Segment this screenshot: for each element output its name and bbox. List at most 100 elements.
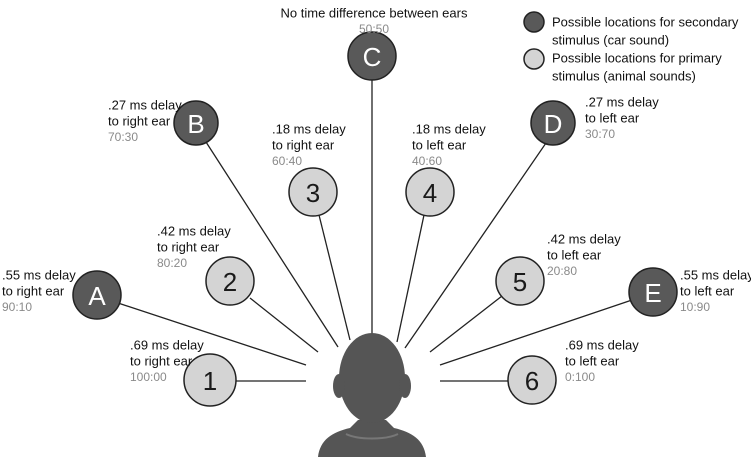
delay-text-1-2: to right ear	[130, 354, 193, 369]
ratio-text-d: 30:70	[585, 127, 615, 141]
ratio-text-a: 90:10	[2, 300, 32, 314]
location-a: A	[72, 270, 122, 320]
legend-secondary-line-1: Possible locations for secondary	[552, 15, 739, 30]
location-4-label: 4	[423, 178, 437, 208]
location-5-label: 5	[513, 267, 527, 297]
location-d-label: D	[544, 109, 563, 139]
delay-text-4-1: .18 ms delay	[412, 122, 486, 137]
location-3-circle	[288, 167, 338, 217]
ratio-text-4: 40:60	[412, 154, 442, 168]
line-a	[117, 302, 307, 366]
location-b: B	[173, 100, 219, 146]
location-b-circle	[173, 100, 219, 146]
location-5: 5	[495, 256, 545, 306]
location-2-label: 2	[223, 267, 237, 297]
location-2: 2	[205, 256, 255, 306]
delay-text-d-2: to left ear	[585, 111, 640, 126]
location-3: 3	[288, 167, 338, 217]
line-4	[396, 214, 425, 343]
location-6-circle	[507, 355, 557, 405]
delay-text-3-2: to right ear	[272, 138, 335, 153]
legend-secondary-swatch	[523, 11, 545, 33]
delay-text-b-2: to right ear	[108, 114, 171, 129]
ratio-text-3: 60:40	[272, 154, 302, 168]
delay-text-e-1: .55 ms delay	[680, 268, 751, 283]
location-4-circle	[405, 167, 455, 217]
legend-primary-line-1: Possible locations for primary	[552, 51, 722, 66]
location-6: 6	[507, 355, 557, 405]
location-5-circle	[495, 256, 545, 306]
delay-text-5-2: to left ear	[547, 248, 602, 263]
location-e-circle	[628, 267, 678, 317]
stimulus-locations: A B C D E 1 2 3 4 5 6	[72, 31, 678, 407]
direction-lines	[117, 80, 633, 382]
line-b	[205, 141, 339, 348]
location-3-label: 3	[306, 178, 320, 208]
location-d-circle	[530, 100, 576, 146]
ratio-text-c: 50:50	[359, 22, 389, 36]
location-a-circle	[72, 270, 122, 320]
line-d	[404, 142, 547, 349]
delay-text-e-2: to left ear	[680, 284, 735, 299]
delay-text-3-1: .18 ms delay	[272, 122, 346, 137]
location-c-label: C	[363, 42, 382, 72]
location-4: 4	[405, 167, 455, 217]
line-3	[318, 214, 351, 341]
delay-text-5-1: .42 ms delay	[547, 232, 621, 247]
legend-primary-swatch	[523, 48, 545, 70]
delay-text-b-1: .27 ms delay	[108, 98, 182, 113]
legend-secondary-line-2: stimulus (car sound)	[552, 33, 669, 48]
legend-primary-line-2: stimulus (animal sounds)	[552, 69, 696, 84]
location-d: D	[530, 100, 576, 146]
delay-text-6-2: to left ear	[565, 354, 620, 369]
ratio-text-e: 10:90	[680, 300, 710, 314]
ratio-text-6: 0:100	[565, 370, 595, 384]
location-c: C	[347, 31, 397, 81]
ratio-text-1: 100:00	[130, 370, 167, 384]
location-c-circle	[347, 31, 397, 81]
delay-text-1-1: .69 ms delay	[130, 338, 204, 353]
head-skull	[339, 333, 405, 423]
left-ear-shape	[333, 374, 345, 398]
delay-text-2-1: .42 ms delay	[157, 224, 231, 239]
delay-text-a-1: .55 ms delay	[2, 268, 76, 283]
delay-text-c-1: No time difference between ears	[281, 6, 468, 21]
delay-text-2-2: to right ear	[157, 240, 220, 255]
legend: Possible locations for secondary stimulu…	[523, 11, 739, 84]
location-1-label: 1	[203, 366, 217, 396]
line-2	[249, 297, 319, 353]
line-5	[429, 295, 503, 353]
ratio-text-b: 70:30	[108, 130, 138, 144]
right-ear-shape	[399, 374, 411, 398]
delay-text-a-2: to right ear	[2, 284, 65, 299]
location-6-label: 6	[525, 366, 539, 396]
delay-text-d-1: .27 ms delay	[585, 95, 659, 110]
location-a-label: A	[88, 281, 106, 311]
location-b-label: B	[187, 109, 204, 139]
location-2-circle	[205, 256, 255, 306]
ratio-text-2: 80:20	[157, 256, 187, 270]
ratio-text-5: 20:80	[547, 264, 577, 278]
listener-head-icon	[318, 333, 426, 457]
location-e-label: E	[644, 278, 661, 308]
location-e: E	[628, 267, 678, 317]
location-1: 1	[183, 353, 237, 407]
location-1-circle	[183, 353, 237, 407]
line-e	[439, 299, 633, 366]
delay-text-4-2: to left ear	[412, 138, 467, 153]
delay-text-6-1: .69 ms delay	[565, 338, 639, 353]
